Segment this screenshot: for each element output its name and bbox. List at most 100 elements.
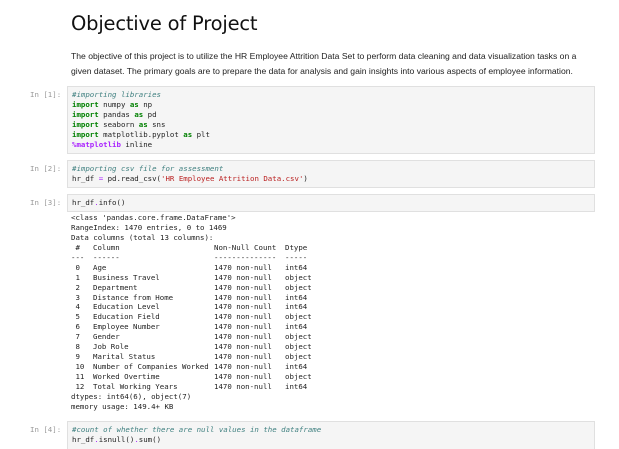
row-dtype: object bbox=[285, 272, 312, 282]
info-output: <class 'pandas.core.frame.DataFrame'>Ran… bbox=[71, 213, 312, 412]
code-text: sum() bbox=[138, 434, 162, 444]
code-editor-4[interactable]: #count of whether there are null values … bbox=[68, 422, 594, 445]
row-dtype: int64 bbox=[285, 302, 308, 312]
keyword: as bbox=[183, 129, 193, 139]
row-idx: 11 bbox=[71, 372, 85, 381]
output-line: RangeIndex: 1470 entries, 0 to 1469 bbox=[71, 222, 227, 232]
row-non-null: 1470 non-null bbox=[214, 332, 272, 342]
keyword: import bbox=[72, 99, 99, 109]
row-idx: 5 bbox=[71, 312, 80, 322]
code-cell-4[interactable]: #count of whether there are null values … bbox=[67, 421, 595, 449]
row-idx: 9 bbox=[71, 352, 80, 362]
code-text: plt bbox=[192, 129, 210, 139]
info-row: 7 Gender 1470 non-null object bbox=[71, 332, 312, 342]
code-editor-1[interactable]: #importing libraries import numpy as np … bbox=[68, 87, 594, 149]
output-line: memory usage: 149.4+ KB bbox=[71, 401, 174, 411]
row-dtype: int64 bbox=[285, 381, 308, 391]
code-comment: #count of whether there are null values … bbox=[72, 425, 322, 434]
code-comment: #importing libraries bbox=[72, 90, 161, 99]
code-cell-1[interactable]: #importing libraries import numpy as np … bbox=[67, 86, 595, 154]
info-separator-row: ---------------------------- bbox=[71, 253, 312, 263]
row-dtype: int64 bbox=[285, 292, 308, 302]
code-text: hr_df bbox=[72, 198, 95, 207]
row-idx: 3 bbox=[71, 292, 80, 302]
row-dtype: object bbox=[285, 342, 312, 352]
row-non-null: 1470 non-null bbox=[214, 262, 272, 272]
row-dtype: int64 bbox=[285, 362, 308, 372]
row-idx: 0 bbox=[71, 262, 80, 272]
row-column: Number of Companies Worked bbox=[93, 362, 209, 372]
keyword: import bbox=[72, 109, 99, 119]
code-editor-3[interactable]: hr_df.info() bbox=[68, 195, 594, 208]
keyword: as bbox=[134, 109, 144, 119]
row-idx: 12 bbox=[71, 381, 85, 391]
output-line: <class 'pandas.core.frame.DataFrame'> bbox=[71, 213, 236, 222]
code-text: info() bbox=[98, 198, 126, 207]
sep-dtype: ----- bbox=[285, 252, 308, 262]
code-cell-3[interactable]: hr_df.info() bbox=[67, 194, 595, 212]
magic-command: %matplotlib bbox=[72, 139, 121, 149]
row-dtype: object bbox=[285, 332, 312, 342]
info-row: 11 Worked Overtime 1470 non-null object bbox=[71, 372, 312, 382]
output-line: dtypes: int64(6), object(7) bbox=[71, 391, 192, 401]
row-dtype: object bbox=[285, 312, 312, 322]
row-column: Employee Number bbox=[93, 322, 160, 332]
code-text: pd bbox=[143, 109, 157, 119]
operator: . bbox=[134, 434, 139, 444]
cell-prompt-2: In [2]: bbox=[30, 164, 62, 173]
row-non-null: 1470 non-null bbox=[214, 352, 272, 362]
row-non-null: 1470 non-null bbox=[214, 342, 272, 352]
keyword: as bbox=[138, 119, 148, 129]
row-column: Gender bbox=[93, 332, 120, 342]
code-comment: #importing csv file for assessment bbox=[72, 164, 224, 173]
code-text: numpy bbox=[98, 99, 130, 109]
code-text: inline bbox=[120, 139, 153, 149]
header-column: Column bbox=[93, 242, 120, 252]
code-text: hr_df bbox=[72, 173, 99, 183]
markdown-paragraph: The objective of this project is to util… bbox=[71, 51, 577, 76]
sep-idx: --- bbox=[71, 252, 85, 262]
row-non-null: 1470 non-null bbox=[214, 322, 272, 332]
code-cell-2[interactable]: #importing csv file for assessment hr_df… bbox=[67, 160, 595, 188]
operator: = bbox=[98, 173, 104, 183]
row-dtype: object bbox=[285, 282, 312, 292]
cell-prompt-1: In [1]: bbox=[30, 90, 62, 99]
code-text: hr_df bbox=[72, 434, 95, 444]
row-non-null: 1470 non-null bbox=[214, 372, 272, 381]
row-column: Department bbox=[93, 282, 138, 292]
code-editor-2[interactable]: #importing csv file for assessment hr_df… bbox=[68, 161, 594, 184]
row-idx: 6 bbox=[71, 322, 80, 332]
row-column: Education Field bbox=[93, 312, 160, 322]
keyword: import bbox=[72, 119, 99, 129]
header-idx: # bbox=[71, 242, 80, 252]
row-column: Education Level bbox=[93, 302, 160, 312]
keyword: import bbox=[72, 129, 99, 139]
code-text: ) bbox=[303, 173, 308, 183]
row-column: Job Role bbox=[93, 342, 129, 352]
row-idx: 7 bbox=[71, 332, 80, 342]
row-non-null: 1470 non-null bbox=[214, 272, 272, 282]
sep-column: ------ bbox=[93, 252, 120, 262]
cell-prompt-3: In [3]: bbox=[30, 198, 62, 207]
row-column: Worked Overtime bbox=[93, 372, 160, 381]
operator: . bbox=[94, 434, 99, 444]
string-literal: 'HR Employee Attrition Data.csv' bbox=[161, 173, 304, 183]
row-idx: 1 bbox=[71, 272, 80, 282]
row-non-null: 1470 non-null bbox=[214, 362, 272, 372]
code-text: matplotlib.pyplot bbox=[98, 129, 184, 139]
markdown-title: Objective of Project bbox=[71, 12, 258, 35]
row-dtype: object bbox=[285, 372, 312, 381]
row-non-null: 1470 non-null bbox=[214, 381, 272, 391]
